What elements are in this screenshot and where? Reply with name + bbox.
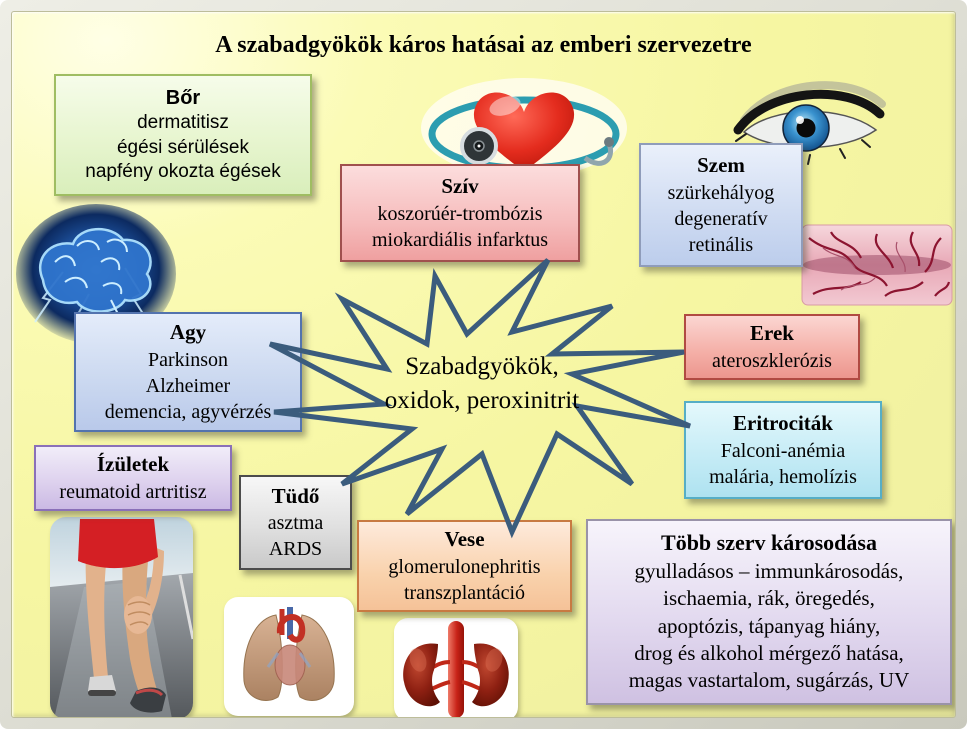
box-blood-vessels-line: ateroszklerózis bbox=[712, 349, 832, 372]
calf-pain-photo bbox=[50, 517, 193, 717]
box-eye-line: degeneratív bbox=[674, 207, 768, 230]
box-heart-line: miokardiális infarktus bbox=[371, 228, 549, 251]
box-eye: Szem szürkehályog degeneratív retinális bbox=[639, 143, 803, 267]
box-joints: Ízületek reumatoid artritisz bbox=[34, 445, 232, 511]
box-joints-line: reumatoid artritisz bbox=[59, 480, 207, 503]
box-eye-heading: Szem bbox=[697, 153, 745, 178]
eye-image bbox=[733, 81, 886, 165]
box-brain-heading: Agy bbox=[169, 320, 207, 345]
box-skin-line: napfény okozta égések bbox=[85, 161, 281, 183]
box-erythrocytes-line: Falconi-anémia bbox=[720, 439, 846, 462]
box-blood-vessels-heading: Erek bbox=[750, 321, 794, 346]
box-brain: Agy Parkinson Alzheimer demencia, agyvér… bbox=[74, 312, 302, 432]
box-heart-line: koszorúér-trombózis bbox=[377, 202, 543, 225]
box-brain-line: Alzheimer bbox=[145, 374, 231, 397]
box-skin-line: égési sérülések bbox=[116, 136, 250, 158]
box-lungs: Tüdő asztma ARDS bbox=[239, 475, 352, 570]
box-kidney-line: transzplantáció bbox=[403, 581, 526, 604]
box-multi-organ-line: apoptózis, tápanyag hiány, bbox=[657, 613, 881, 638]
box-multi-organ-line: ischaemia, rák, öregedés, bbox=[663, 586, 875, 611]
box-lungs-line: asztma bbox=[267, 512, 324, 535]
box-eye-line: retinális bbox=[688, 233, 754, 256]
box-lungs-line: ARDS bbox=[268, 538, 323, 561]
box-brain-line: demencia, agyvérzés bbox=[104, 400, 272, 423]
box-erythrocytes-line: malária, hemolízis bbox=[709, 465, 857, 488]
box-skin: Bőr dermatitisz égési sérülések napfény … bbox=[54, 74, 312, 196]
box-eye-line: szürkehályog bbox=[667, 181, 775, 204]
box-multi-organ-line: gyulladásos – immunkárosodás, bbox=[634, 559, 904, 584]
box-erythrocytes: Eritrociták Falconi-anémia malária, hemo… bbox=[684, 401, 882, 499]
box-blood-vessels: Erek ateroszklerózis bbox=[684, 314, 860, 380]
heart-stethoscope-image bbox=[421, 78, 627, 178]
blood-vessels-image bbox=[801, 224, 953, 306]
kidneys-image bbox=[394, 618, 518, 717]
box-kidney: Vese glomerulonephritis transzplantáció bbox=[357, 520, 572, 612]
box-lungs-heading: Tüdő bbox=[271, 483, 320, 508]
box-multi-organ-line: magas vastartalom, sugárzás, UV bbox=[628, 668, 910, 693]
lungs-image bbox=[224, 597, 354, 716]
box-joints-heading: Ízületek bbox=[96, 452, 170, 477]
box-heart-heading: Szív bbox=[441, 174, 479, 199]
box-multi-organ-heading: Több szerv károsodása bbox=[661, 530, 877, 556]
brain-image bbox=[16, 204, 176, 344]
starburst-shape bbox=[268, 258, 692, 539]
box-multi-organ-line: drog és alkohol mérgező hatása, bbox=[634, 640, 904, 665]
free-radicals-line1: Szabadgyökök, bbox=[405, 353, 559, 380]
box-kidney-heading: Vese bbox=[444, 527, 485, 552]
free-radicals-line2: oxidok, peroxinitrit bbox=[384, 386, 580, 414]
box-multi-organ-damage: Több szerv károsodása gyulladásos – immu… bbox=[586, 519, 952, 705]
box-brain-line: Parkinson bbox=[148, 348, 228, 371]
diagram-title: A szabadgyökök káros hatásai az emberi s… bbox=[215, 32, 752, 58]
box-heart: Szív koszorúér-trombózis miokardiális in… bbox=[340, 164, 580, 262]
diagram-canvas: A szabadgyökök káros hatásai az emberi s… bbox=[11, 11, 956, 718]
box-kidney-line: glomerulonephritis bbox=[388, 555, 541, 578]
box-skin-heading: Bőr bbox=[165, 86, 201, 109]
box-skin-line: dermatitisz bbox=[137, 111, 229, 133]
free-radicals-label: Szabadgyökök, oxidok, peroxinitrit bbox=[327, 350, 637, 418]
box-erythrocytes-heading: Eritrociták bbox=[733, 411, 833, 436]
